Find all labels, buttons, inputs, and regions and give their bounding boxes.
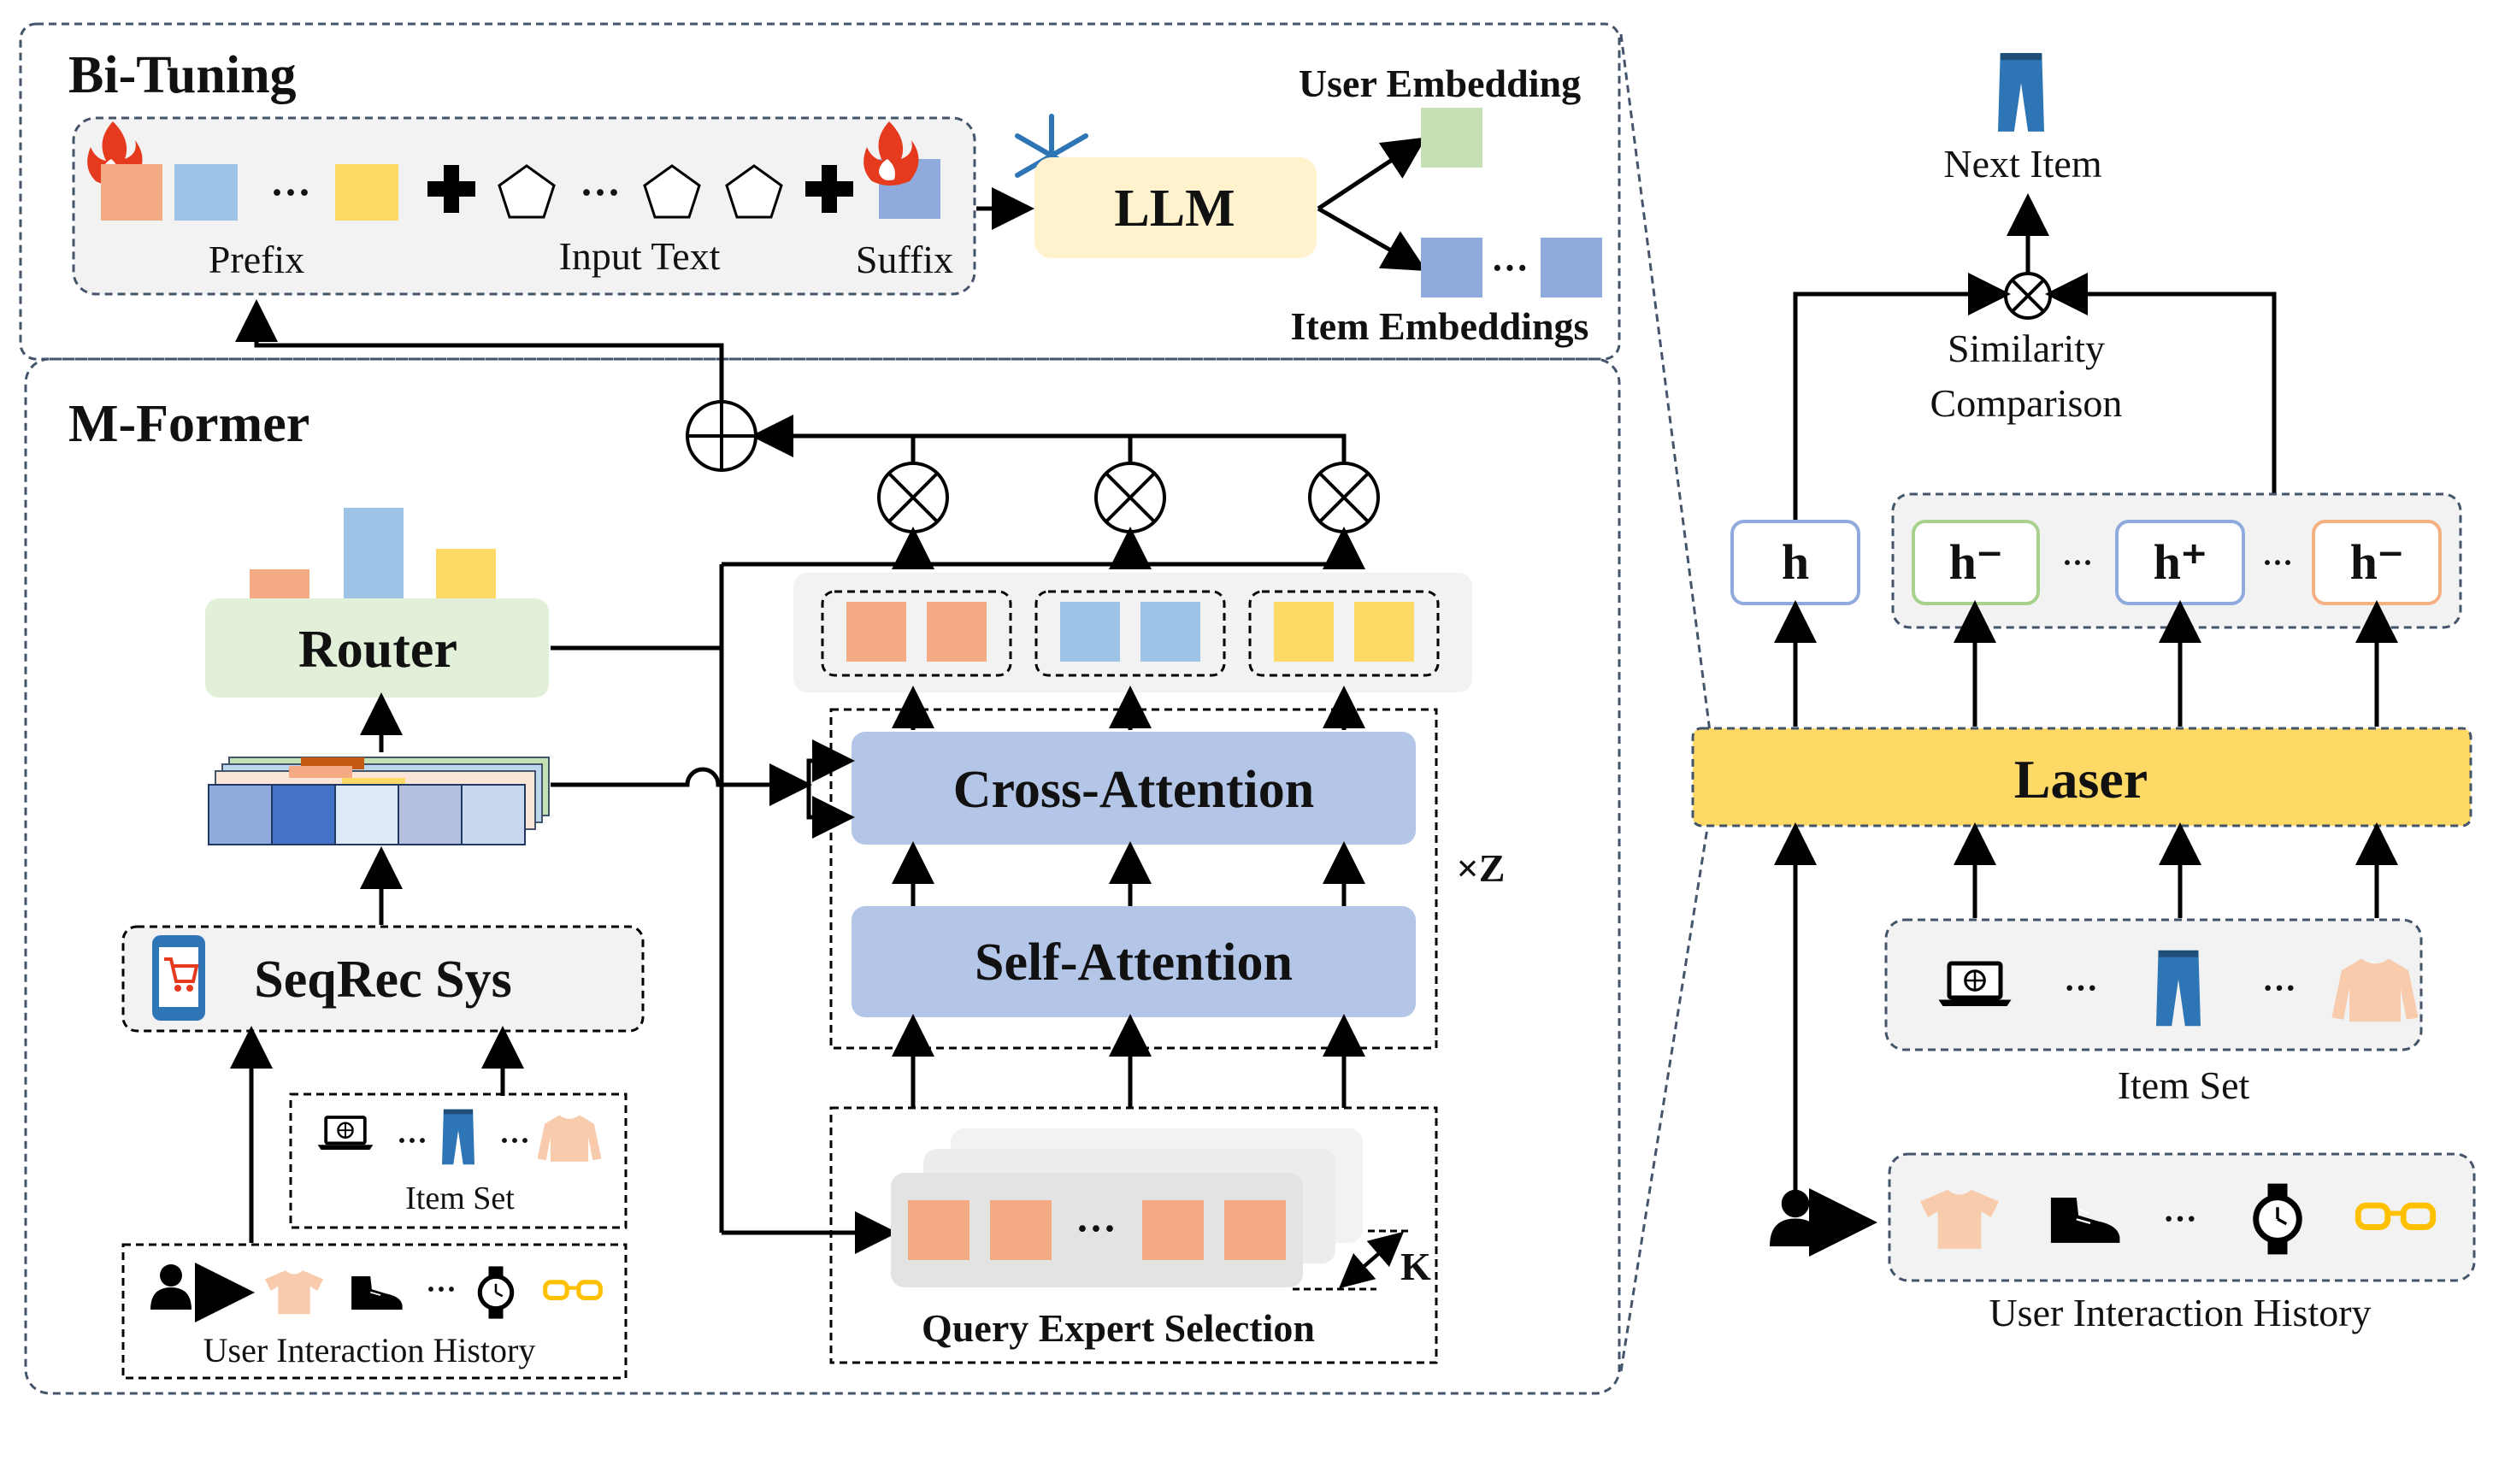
query-token bbox=[846, 602, 906, 662]
h-pos-label: h⁺ bbox=[2153, 534, 2207, 590]
query-group-blue bbox=[1034, 590, 1226, 677]
prefix-label: Prefix bbox=[208, 238, 305, 281]
h-neg-label-2: h⁻ bbox=[2349, 534, 2404, 590]
plus-icon bbox=[805, 165, 853, 213]
laser-item-set-panel bbox=[1884, 918, 2423, 1051]
user-history-panel bbox=[121, 1243, 628, 1380]
item-embedding-token bbox=[1421, 238, 1482, 297]
ellipsis: ··· bbox=[498, 1123, 531, 1157]
item-embedding-token bbox=[1541, 238, 1602, 297]
ellipsis: ··· bbox=[425, 1272, 457, 1306]
prefix-token-orange bbox=[101, 164, 162, 221]
next-item-label: Next Item bbox=[1943, 142, 2102, 186]
query-token bbox=[1060, 602, 1120, 662]
ellipsis: ··· bbox=[2061, 545, 2094, 580]
item-embeddings-label: Item Embeddings bbox=[1290, 304, 1589, 348]
prefix-token-yellow bbox=[335, 164, 398, 221]
query-expert-panel bbox=[829, 1106, 1438, 1364]
ellipsis: ··· bbox=[579, 170, 622, 215]
h-label: h bbox=[1781, 534, 1810, 590]
laser-label: Laser bbox=[2013, 749, 2148, 810]
ellipsis: ··· bbox=[2261, 545, 2294, 580]
bituning-title: Bi-Tuning bbox=[68, 46, 297, 104]
mformer-title: M-Former bbox=[68, 395, 310, 453]
ellipsis: ··· bbox=[1490, 247, 1529, 289]
phone-cart-icon bbox=[152, 935, 205, 1021]
embedding-stack bbox=[208, 757, 550, 845]
router-block bbox=[205, 598, 549, 698]
ellipsis: ··· bbox=[2261, 969, 2297, 1007]
ellipsis: ··· bbox=[2063, 969, 2099, 1007]
laser-user-history-panel bbox=[1888, 1152, 2476, 1282]
h-neg-label: h⁻ bbox=[1948, 534, 2003, 590]
comparison-label: Comparison bbox=[1930, 381, 2123, 425]
ellipsis: ··· bbox=[269, 170, 312, 215]
query-token bbox=[1354, 602, 1414, 662]
query-group-yellow bbox=[1248, 590, 1440, 677]
item-set-label: Item Set bbox=[405, 1181, 515, 1216]
router-label: Router bbox=[298, 621, 457, 679]
prefix-token-blue bbox=[174, 164, 238, 221]
seqrec-label: SeqRec Sys bbox=[254, 951, 512, 1009]
item-set-label: Item Set bbox=[2117, 1063, 2250, 1107]
user-history-label: User Interaction History bbox=[203, 1331, 536, 1369]
query-token bbox=[1274, 602, 1334, 662]
expert-query-token bbox=[1224, 1200, 1286, 1260]
input-text-label: Input Text bbox=[558, 234, 721, 278]
bituning-panel bbox=[19, 22, 1621, 361]
user-embedding-token bbox=[1421, 108, 1482, 168]
suffix-label: Suffix bbox=[855, 238, 954, 281]
query-expert-label: Query Expert Selection bbox=[922, 1306, 1315, 1350]
plus-icon bbox=[427, 165, 475, 213]
expert-query-token bbox=[1142, 1200, 1204, 1260]
llm-block bbox=[1034, 157, 1317, 258]
ellipsis: ··· bbox=[396, 1123, 428, 1157]
expert-query-token bbox=[990, 1200, 1052, 1260]
similarity-label: Similarity bbox=[1948, 327, 2105, 370]
cross-attention-block bbox=[852, 732, 1416, 845]
router-weight-bar-blue bbox=[344, 508, 404, 598]
ellipsis: ··· bbox=[1075, 1206, 1117, 1251]
repeat-label: ×Z bbox=[1456, 846, 1506, 890]
ellipsis: ··· bbox=[2162, 1199, 2198, 1238]
seqrec-panel bbox=[121, 925, 645, 1033]
k-label: K bbox=[1400, 1245, 1431, 1288]
query-token bbox=[927, 602, 987, 662]
cross-attention-label: Cross-Attention bbox=[952, 761, 1315, 819]
llm-label: LLM bbox=[1114, 180, 1235, 238]
user-embedding-label: User Embedding bbox=[1298, 62, 1582, 105]
user-history-label: User Interaction History bbox=[1989, 1291, 2372, 1334]
mformer-panel bbox=[24, 357, 1621, 1395]
expert-query-token bbox=[908, 1200, 970, 1260]
query-group-orange bbox=[821, 590, 1012, 677]
query-token bbox=[1140, 602, 1200, 662]
item-set-panel bbox=[289, 1092, 628, 1229]
router-weight-bar-yellow bbox=[436, 549, 496, 598]
router-weight-bar-orange bbox=[250, 569, 309, 598]
laser-block bbox=[1691, 727, 2472, 827]
self-attention-label: Self-Attention bbox=[975, 933, 1293, 992]
self-attention-block bbox=[852, 906, 1416, 1017]
